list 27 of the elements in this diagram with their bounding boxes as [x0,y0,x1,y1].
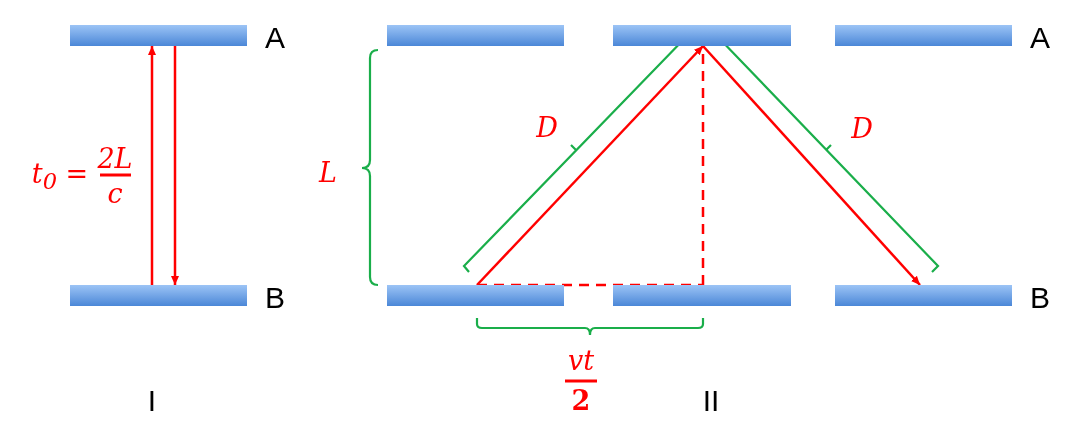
mirror-label: A [265,23,285,53]
light-ray-arrow [171,46,179,285]
formula-text: L [319,158,337,186]
formula-text: D [851,114,873,142]
mirror-label: B [1030,283,1050,313]
mirror-bar [387,25,564,46]
mirror-bar [835,25,1012,46]
light-ray-arrow [476,45,704,286]
dashed-line [477,283,703,287]
mirror-bar [387,285,564,306]
mirror-bar [613,285,791,306]
formula-text: 2 [571,386,591,414]
label: II [702,386,720,416]
formula-text: c [107,179,123,207]
mirror-bar [70,25,247,46]
formula-text: 2L [97,144,133,172]
mirror-label: A [1030,23,1050,53]
light-ray-arrow [148,46,156,285]
label: I [147,386,157,416]
mirror-bar [70,285,247,306]
formula-text: vt [567,346,595,374]
mirror-label: B [265,283,285,313]
formula-text: t$_{0}$ = [31,159,89,193]
light-ray-arrow [702,45,921,286]
mirror-bar [835,285,1012,306]
mirror-bar [613,25,791,46]
formula-text: D [536,113,558,141]
